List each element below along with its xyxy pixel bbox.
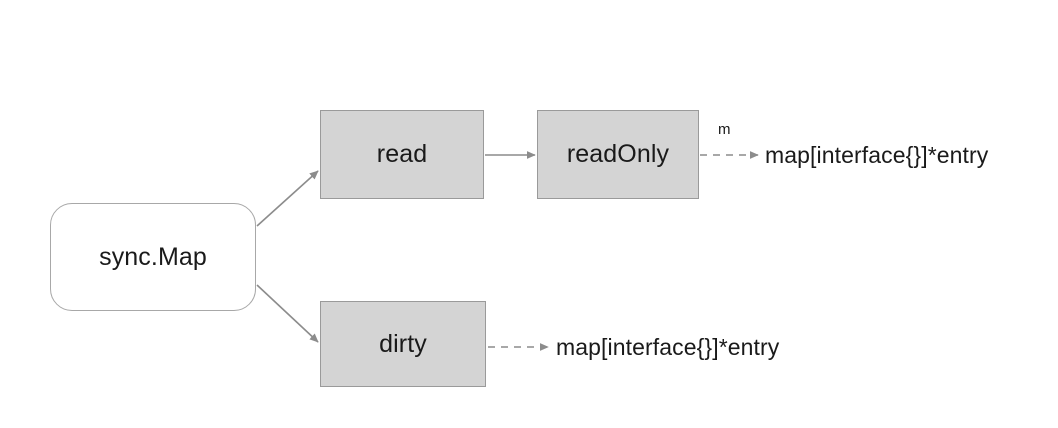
label-map-interface-entry-top: map[interface{}]*entry xyxy=(765,142,989,168)
node-read-label: read xyxy=(376,140,428,168)
edge-syncmap-to-dirty xyxy=(256,284,319,343)
label-map-interface-entry-bottom: map[interface{}]*entry xyxy=(556,334,780,360)
node-read-only-label: readOnly xyxy=(566,140,670,168)
edge-syncmap-to-read xyxy=(256,170,319,227)
node-sync-map[interactable]: sync.Map xyxy=(50,203,256,311)
edge-label-m: m xyxy=(718,121,731,138)
node-dirty-label: dirty xyxy=(379,329,427,358)
node-dirty[interactable]: dirty xyxy=(320,301,486,387)
node-read[interactable]: read xyxy=(320,110,484,199)
node-sync-map-label: sync.Map xyxy=(99,242,207,271)
node-read-only[interactable]: readOnly xyxy=(537,110,699,199)
